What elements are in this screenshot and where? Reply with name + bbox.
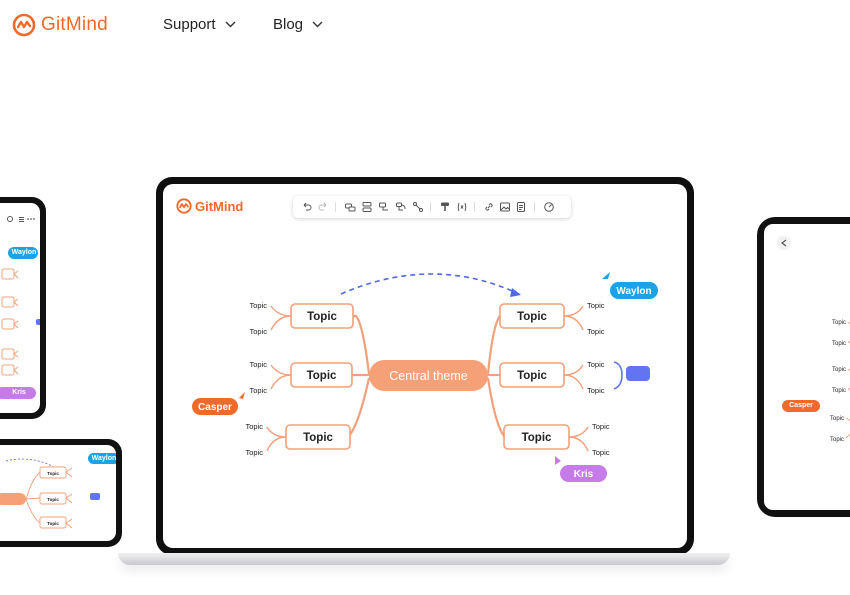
topic-node [285,424,351,450]
format-painter-icon[interactable] [439,201,451,213]
topic-node [290,303,354,329]
mini-topic-label: Topic [832,367,846,373]
collaborator-name: Waylon [616,286,651,297]
subtopic-label: Topic [587,360,605,369]
laptop-screen: GitMind [163,184,687,548]
mini-topic-label: Topic [47,471,59,476]
topic-node [290,362,353,388]
mini-mindmap: Topic Topic Topic [0,453,116,529]
tablet-screen: Topic Topic Topic Waylon [0,445,116,541]
collaborator-tag-casper: Casper [789,402,813,409]
collaborator-tag-kris: Kris [12,389,26,396]
subtopic-label: Topic [587,327,605,336]
relation-arrowhead [510,288,521,297]
phone-screen: Topic Topic Topic Topic Topic Topic Casp… [764,224,850,510]
top-navigation: GitMind Support Blog [0,0,850,50]
summary-icon[interactable] [412,201,424,213]
formula-icon[interactable] [456,201,468,213]
app-brand: GitMind [176,198,243,214]
topic-label: Topic [303,432,333,444]
app-brand-name: GitMind [195,198,244,214]
chevron-down-icon [312,21,323,28]
topic-label: Topic [522,432,552,444]
topic-node [499,303,565,329]
mini-topic-label: Topic [832,341,846,347]
mini-topic-label: Topic [832,388,846,394]
topic-label: Topic [307,311,337,323]
topic-label: Topic [517,311,547,323]
collaborator-name: Casper [198,402,232,413]
add-topic-icon[interactable] [344,201,356,213]
mini-topic-label: Topic [47,497,59,502]
insert-parent-icon[interactable] [378,201,390,213]
style-icon[interactable] [543,201,555,213]
collaborator-tag-waylon: Waylon [11,249,37,256]
add-subtopic-icon[interactable] [361,201,373,213]
tablet-preview-left: Topic Topic Topic Waylon [0,439,122,547]
note-icon[interactable] [515,201,527,213]
phone-screen: Waylon Kris [0,203,40,413]
phone-preview-right: Topic Topic Topic Topic Topic Topic Casp… [757,217,850,517]
topic-node [499,362,565,388]
cursor-waylon-icon [602,272,610,279]
cursor-casper-icon [239,392,245,399]
laptop-base [118,553,730,565]
mini-topic-label: Topic [830,416,844,422]
image-icon[interactable] [499,201,511,213]
topic-label: Topic [517,370,547,382]
collaborator-name: Kris [574,469,594,480]
mini-mindmap [0,216,40,399]
collaborator-tag-casper [192,398,238,415]
cursor-kris-icon [555,456,561,465]
summary-node [626,366,650,381]
nav-support[interactable]: Support [163,16,236,33]
summary-brace [613,361,623,390]
subtopic-label: Topic [592,422,610,431]
redo-icon[interactable] [317,201,329,213]
relation-line [340,273,520,295]
chevron-down-icon [225,21,236,28]
editor-toolbar [293,196,571,218]
link-icon[interactable] [483,201,495,213]
subtopic-label: Topic [249,360,267,369]
brand-name: GitMind [41,14,108,35]
central-theme-node [369,360,488,391]
relation-icon[interactable] [395,201,407,213]
phone-preview-left: Waylon Kris [0,197,46,419]
subtopic-label: Topic [587,386,605,395]
brand-logo[interactable]: GitMind [12,13,108,37]
nav-support-label: Support [163,16,216,33]
collaborator-tag-kris [560,465,607,482]
subtopic-label: Topic [249,327,267,336]
nav-blog[interactable]: Blog [273,16,323,33]
subtopic-label: Topic [245,422,263,431]
laptop-preview: GitMind [156,177,694,555]
mini-topic-label: Topic [830,437,844,443]
topic-node [503,424,570,450]
gitmind-logo-icon [176,198,192,214]
subtopic-label: Topic [587,301,605,310]
collaborator-tag-waylon: Waylon [91,455,116,462]
subtopic-label: Topic [249,301,267,310]
central-theme-label: Central theme [389,369,468,383]
nav-blog-label: Blog [273,16,304,33]
gitmind-logo-icon [12,13,36,37]
mini-topic-label: Topic [47,521,59,526]
mindmap-canvas: Central theme Topic Topic Topic Topic To… [192,272,658,482]
subtopic-label: Topic [249,386,267,395]
subtopic-label: Topic [592,448,610,457]
topic-label: Topic [307,370,337,382]
subtopic-label: Topic [245,448,263,457]
mini-mindmap: Topic Topic Topic Topic Topic Topic [777,236,850,443]
mini-topic-label: Topic [832,320,846,326]
undo-icon[interactable] [301,201,313,213]
collaborator-tag-waylon [610,282,658,299]
